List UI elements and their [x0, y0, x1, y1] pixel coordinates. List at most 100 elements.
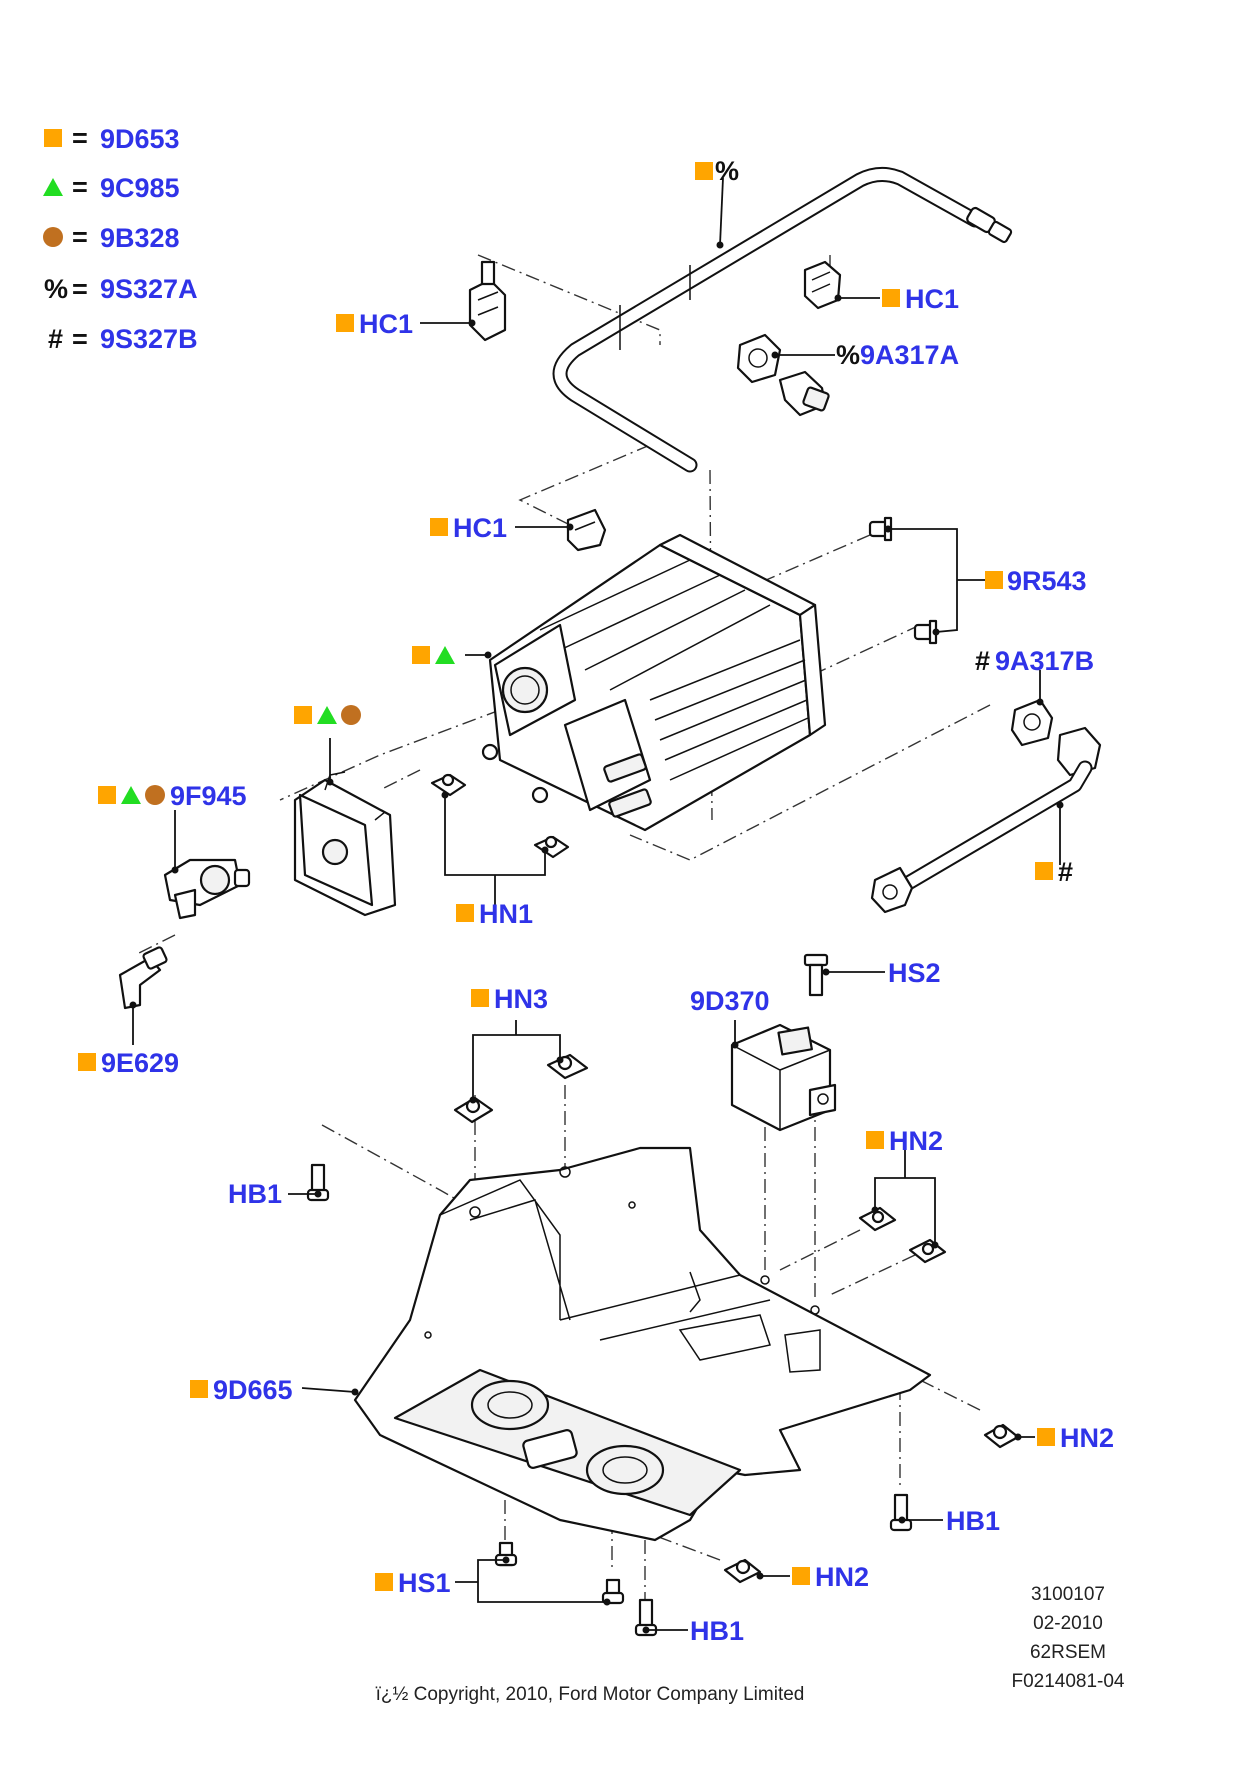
legend-equals: = [72, 172, 88, 202]
9e629-callout: 9E629 [78, 1001, 179, 1078]
hose-upper-marker: % [715, 156, 739, 186]
hn2-nut-upper-right[interactable] [908, 1238, 947, 1264]
orange-square-icon [44, 129, 62, 147]
label-hn2[interactable]: HN2 [815, 1562, 869, 1592]
label-hb1[interactable]: HB1 [228, 1179, 282, 1209]
label-9f945[interactable]: 9F945 [170, 781, 247, 811]
hn3-nut-left[interactable] [453, 1096, 494, 1124]
label-hn1[interactable]: HN1 [479, 899, 533, 929]
prefix-hash: # [975, 646, 990, 676]
9d370-callout: 9D370 [690, 986, 770, 1049]
vapor-hose-upper[interactable] [552, 167, 1013, 473]
orange-square-icon [456, 904, 474, 922]
label-9a317a[interactable]: 9A317A [860, 340, 959, 370]
drawing-info: 3100107 02-2010 62RSEM F0214081-04 [1011, 1584, 1124, 1692]
brown-circle-icon [145, 785, 165, 805]
legend-row-triangle: = 9C985 [43, 172, 180, 203]
hn2-nut-bottom[interactable] [723, 1558, 762, 1584]
bolt-hb1-left[interactable] [306, 1163, 330, 1202]
legend-code-circle[interactable]: 9B328 [100, 223, 180, 253]
bolt-hs2[interactable] [803, 953, 829, 997]
label-hb1[interactable]: HB1 [690, 1616, 744, 1646]
bolt-hb1-right[interactable] [889, 1493, 913, 1532]
elbow-9e629[interactable] [118, 946, 168, 1010]
filter-housing[interactable] [293, 771, 397, 917]
orange-square-icon [471, 989, 489, 1007]
filter-marker-callout [294, 705, 361, 786]
orange-square-icon [336, 314, 354, 332]
label-hs2[interactable]: HS2 [888, 958, 941, 988]
hose-upper-callout: % [695, 156, 739, 249]
hs2-callout: HS2 [822, 958, 941, 988]
connector-9a317a[interactable] [736, 333, 830, 417]
legend-code-triangle[interactable]: 9C985 [100, 173, 180, 203]
label-9d665[interactable]: 9D665 [213, 1375, 293, 1405]
hn2-nut-upper-left[interactable] [858, 1206, 897, 1232]
green-triangle-icon [43, 178, 63, 196]
label-hn2[interactable]: HN2 [1060, 1423, 1114, 1453]
vapor-hose-lower[interactable] [870, 760, 1093, 914]
hose-lower-marker: # [1058, 857, 1073, 887]
legend-row-circle: = 9B328 [43, 222, 180, 253]
9a317a-callout: % 9A317A [771, 340, 959, 370]
hn2-upper-callout: HN2 [866, 1126, 943, 1249]
legend-code-hash[interactable]: 9S327B [100, 324, 198, 354]
label-hc1[interactable]: HC1 [359, 309, 413, 339]
orange-square-icon [1035, 862, 1053, 880]
label-9a317b[interactable]: 9A317B [995, 646, 1094, 676]
legend-equals: = [72, 324, 88, 354]
label-hb1[interactable]: HB1 [946, 1506, 1000, 1536]
hc1-clip-right[interactable] [803, 260, 842, 310]
drawing-model: 62RSEM [1030, 1642, 1106, 1663]
label-hc1[interactable]: HC1 [905, 284, 959, 314]
hn1-callout: HN1 [441, 791, 549, 929]
orange-square-icon [695, 162, 713, 180]
orange-square-icon [882, 289, 900, 307]
hc1-clip-left[interactable] [468, 260, 507, 342]
drawing-code: 3100107 [1031, 1584, 1105, 1605]
hn2-bottom-callout: HN2 [756, 1562, 869, 1592]
legend-row-hash: # = 9S327B [48, 324, 198, 354]
9d665-callout: 9D665 [190, 1375, 359, 1405]
label-hs1[interactable]: HS1 [398, 1568, 451, 1598]
hn1-nut-right[interactable] [533, 835, 570, 859]
orange-square-icon [430, 518, 448, 536]
hn2-nut-right[interactable] [983, 1423, 1020, 1449]
evap-canister[interactable] [481, 533, 827, 832]
orange-square-icon [98, 786, 116, 804]
label-9d370[interactable]: 9D370 [690, 986, 770, 1016]
legend: = 9D653 = 9C985 = 9B328 % = 9S327A # = 9… [43, 123, 198, 354]
prefix-percent: % [836, 340, 860, 370]
orange-square-icon [792, 1567, 810, 1585]
hn1-nut-left[interactable] [430, 773, 467, 797]
label-hc1[interactable]: HC1 [453, 513, 507, 543]
legend-equals: = [72, 123, 88, 153]
hc1-clip-middle[interactable] [566, 508, 607, 552]
label-hn2[interactable]: HN2 [889, 1126, 943, 1156]
orange-square-icon [78, 1053, 96, 1071]
hn3-nut-right[interactable] [546, 1053, 589, 1080]
drawing-ref: F0214081-04 [1011, 1671, 1124, 1692]
orange-square-icon [866, 1131, 884, 1149]
brown-circle-icon [341, 705, 361, 725]
module-9d370[interactable] [730, 1023, 837, 1132]
canister-marker-callout [412, 646, 492, 664]
purge-valve-9f945[interactable] [163, 858, 251, 920]
9f945-callout: 9F945 [98, 781, 247, 874]
hb1-right-callout: HB1 [898, 1506, 1000, 1536]
green-triangle-icon [435, 646, 455, 664]
orange-square-icon [294, 706, 312, 724]
legend-symbol-percent: % [44, 274, 68, 304]
label-9r543[interactable]: 9R543 [1007, 566, 1087, 596]
drawing-date: 02-2010 [1033, 1613, 1103, 1634]
hb1-bottom-callout: HB1 [642, 1616, 744, 1646]
orange-square-icon [375, 1573, 393, 1591]
legend-code-percent[interactable]: 9S327A [100, 274, 198, 304]
hose-lower-callout: # [1035, 801, 1073, 887]
legend-code-square[interactable]: 9D653 [100, 124, 180, 154]
label-9e629[interactable]: 9E629 [101, 1048, 179, 1078]
shield-9d665[interactable] [353, 1146, 932, 1542]
green-triangle-icon [317, 706, 337, 724]
label-hn3[interactable]: HN3 [494, 984, 548, 1014]
